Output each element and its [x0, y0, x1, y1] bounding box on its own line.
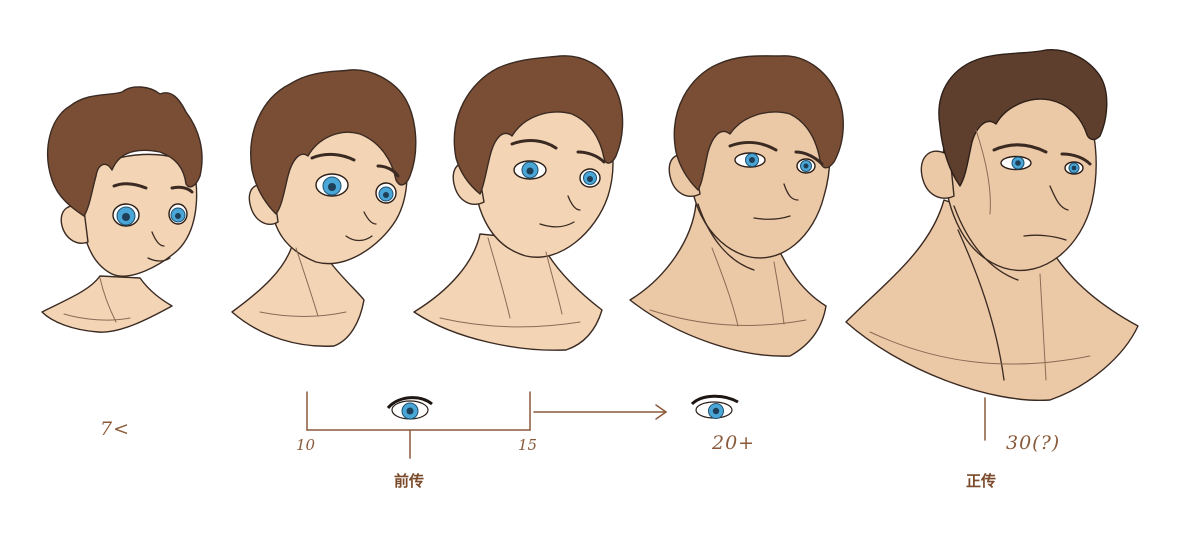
age-label-20: 20+ [712, 432, 756, 454]
head-age-7 [41, 86, 203, 333]
main-story-label: 正传 [966, 472, 997, 490]
timeline-label-10: 10 [296, 436, 316, 454]
arrow-head [655, 404, 668, 420]
head-age-30 [845, 49, 1139, 402]
head-age-20 [629, 55, 844, 357]
age-timeline [306, 391, 986, 459]
head-age-10 [231, 69, 417, 347]
prequel-label: 前传 [394, 472, 425, 490]
eye-sample-adult [690, 394, 739, 419]
timeline-label-15: 15 [518, 436, 538, 454]
head-age-15 [413, 55, 624, 351]
eye-sample-young [386, 396, 433, 420]
age-label-30: 30(?) [1006, 432, 1061, 454]
age-label-7: 7< [100, 418, 131, 440]
